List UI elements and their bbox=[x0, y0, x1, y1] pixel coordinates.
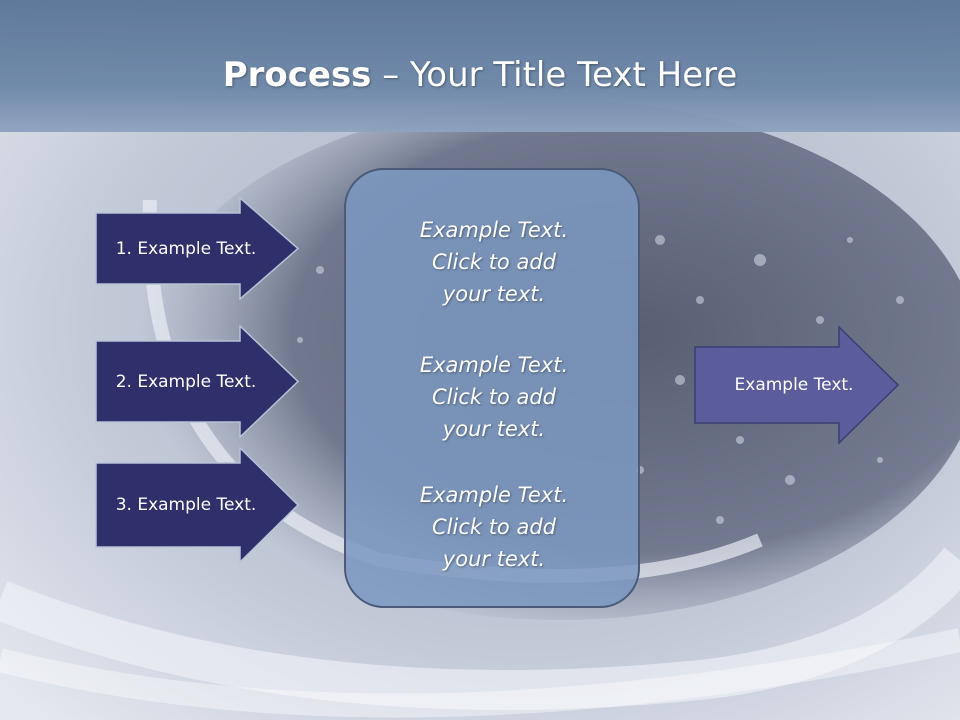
center-text-line: Click to add bbox=[431, 515, 556, 539]
center-text-line: your text. bbox=[442, 282, 546, 306]
arrow-shape bbox=[694, 326, 900, 444]
center-text-line: Click to add bbox=[431, 250, 556, 274]
title-bold: Process bbox=[222, 55, 372, 95]
slide-title[interactable]: Process – Your Title Text Here bbox=[0, 52, 960, 98]
center-text-line: Click to add bbox=[431, 385, 556, 409]
center-text-line: Example Text. bbox=[419, 218, 569, 242]
center-text-block-1: Example Text. Click to add your text. bbox=[346, 214, 642, 310]
center-text-line: your text. bbox=[442, 547, 546, 571]
center-text-line: Example Text. bbox=[419, 353, 569, 377]
result-arrow[interactable]: Example Text. bbox=[694, 326, 900, 444]
title-rest: – Your Title Text Here bbox=[371, 55, 738, 95]
arrow-shape bbox=[95, 447, 300, 563]
center-text-box[interactable]: Example Text. Click to add your text. Ex… bbox=[344, 168, 640, 608]
center-text-block-3: Example Text. Click to add your text. bbox=[346, 479, 642, 575]
center-text-line: your text. bbox=[442, 417, 546, 441]
result-label: Example Text. bbox=[734, 375, 854, 395]
arrow-shape bbox=[95, 325, 300, 438]
center-text-line: Example Text. bbox=[419, 483, 569, 507]
step-3-label: 3. Example Text. bbox=[115, 495, 257, 515]
title-band bbox=[0, 0, 960, 132]
step-1-label: 1. Example Text. bbox=[115, 238, 257, 259]
step-arrow-1[interactable]: 1. Example Text. bbox=[95, 197, 300, 300]
step-2-label: 2. Example Text. bbox=[115, 371, 257, 392]
step-arrow-3[interactable]: 3. Example Text. bbox=[95, 447, 300, 563]
center-text-block-2: Example Text. Click to add your text. bbox=[346, 349, 642, 445]
arrow-shape bbox=[95, 197, 300, 300]
step-arrow-2[interactable]: 2. Example Text. bbox=[95, 325, 300, 438]
